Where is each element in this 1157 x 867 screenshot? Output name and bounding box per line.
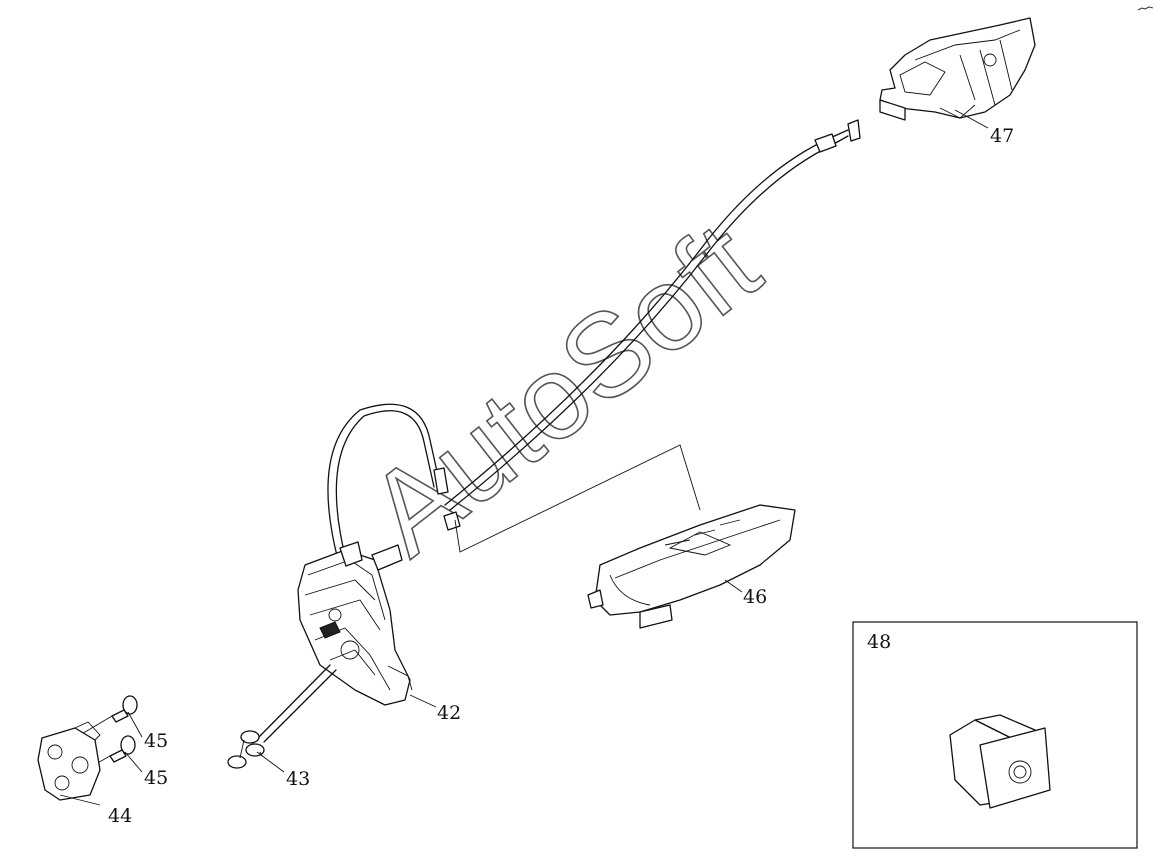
bolt-upper bbox=[79, 695, 138, 736]
callout-lines bbox=[454, 444, 701, 553]
callout-43: 43 bbox=[286, 768, 310, 790]
lock-rod bbox=[257, 664, 337, 743]
corner-mark bbox=[1137, 6, 1154, 11]
clip-nut bbox=[949, 714, 1051, 809]
callout-42: 42 bbox=[437, 702, 461, 724]
release-cable-upper bbox=[444, 119, 861, 511]
inner-handle-bracket bbox=[879, 17, 1036, 121]
door-lock-actuator bbox=[297, 541, 413, 706]
inset-box: 48 bbox=[852, 621, 1138, 849]
callout-45-lower: 45 bbox=[144, 767, 168, 789]
callout-47: 47 bbox=[990, 125, 1014, 147]
release-cable-loop bbox=[327, 403, 461, 561]
screws bbox=[227, 730, 265, 769]
callout-44: 44 bbox=[108, 805, 132, 827]
leader-lines bbox=[59, 109, 989, 806]
callout-46: 46 bbox=[743, 586, 767, 608]
callout-45-upper: 45 bbox=[144, 730, 168, 752]
striker-plate bbox=[37, 721, 101, 801]
outer-door-handle bbox=[587, 504, 796, 629]
inset-label: 48 bbox=[867, 631, 891, 653]
